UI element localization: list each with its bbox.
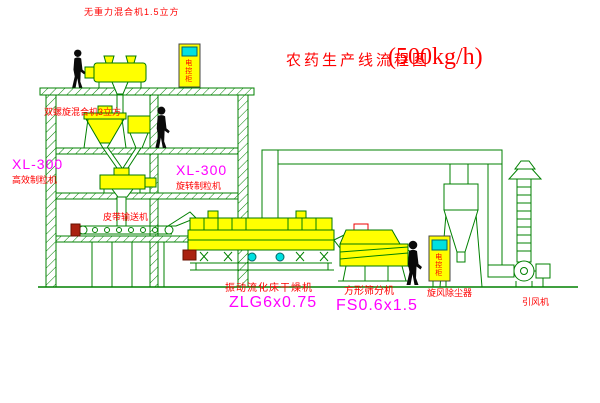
label-sieve-name: 方形筛分机 — [344, 286, 394, 297]
cyclone-separator — [439, 183, 483, 288]
diagram-title: 农药生产线流程图 — [286, 52, 431, 69]
label-granulator-center-name: 旋转制粒机 — [176, 181, 222, 191]
label-granulator-center-model: XL-300 — [176, 162, 228, 178]
fluid-bed-dryer — [182, 210, 353, 271]
label-control-panel-1: 电控柜 — [184, 59, 192, 83]
exhaust-stack — [507, 160, 543, 263]
label-granulator-left-model: XL-300 — [12, 156, 64, 172]
induced-draft-fan — [513, 260, 551, 287]
worker-figure-roof — [72, 49, 86, 88]
control-panel-2 — [428, 235, 451, 287]
label-granulator-left-name: 高效制粒机 — [12, 175, 58, 185]
square-sieve — [338, 223, 417, 282]
label-double-mixer: 双螺旋混合机3立方 — [44, 107, 122, 117]
label-dryer-name: 振动流化床干燥机 — [225, 283, 313, 294]
label-sieve-model: FS0.6x1.5 — [336, 297, 418, 314]
label-top-mixer: 无重力混合机1.5立方 — [84, 7, 180, 17]
label-cyclone: 旋风除尘器 — [427, 288, 473, 298]
worker-figure-ground — [406, 240, 422, 285]
granulator — [99, 167, 157, 227]
building-structure — [39, 87, 255, 288]
label-dryer-model: ZLG6x0.75 — [229, 294, 318, 311]
y-chute — [102, 147, 142, 169]
exhaust-duct — [261, 149, 515, 278]
diagram-capacity: (500kg/h) — [388, 44, 483, 70]
double-spiral-mixer — [83, 105, 151, 149]
label-fan: 引风机 — [522, 297, 550, 307]
control-panel-1 — [178, 43, 201, 88]
label-belt-conveyor: 皮带输送机 — [103, 212, 149, 222]
label-control-panel-2: 电控柜 — [434, 253, 442, 277]
gravity-mixer — [84, 55, 147, 113]
